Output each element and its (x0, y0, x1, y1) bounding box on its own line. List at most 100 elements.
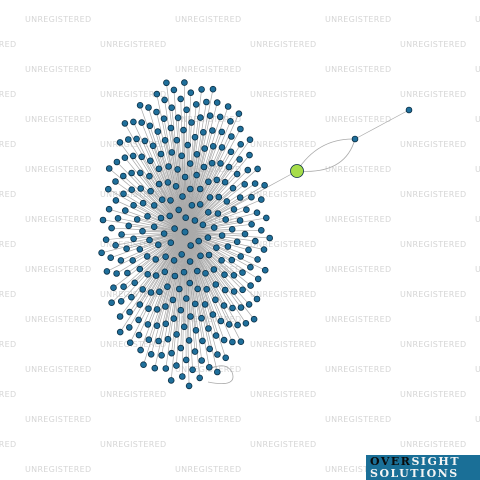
leaf-node (199, 337, 206, 345)
watermark-text: UNREGISTERED (175, 415, 241, 424)
leaf-node (146, 236, 153, 244)
watermark-text: UNREGISTERED (325, 115, 391, 124)
leaf-node (173, 362, 180, 369)
leaf-node (175, 206, 183, 214)
leaf-node (143, 253, 151, 260)
leaf-node (135, 331, 143, 339)
leaf-node (177, 306, 185, 314)
edge (184, 229, 262, 233)
leaf-node (144, 270, 152, 278)
leaf-node (214, 368, 221, 376)
leaf-node (229, 304, 236, 312)
leaf-node (212, 332, 220, 339)
edge (149, 125, 186, 233)
leaf-node (257, 196, 265, 203)
edge (184, 101, 207, 233)
leaf-node (174, 166, 181, 173)
watermark-text: UNREGISTERED (400, 140, 466, 149)
leaf-node (133, 135, 140, 143)
leaf-node (173, 136, 181, 144)
leaf-node (138, 153, 146, 161)
leaf-node (199, 221, 207, 229)
nodes-group (98, 79, 413, 390)
leaf-node (216, 113, 224, 121)
leaf-node (147, 350, 155, 358)
watermark-text: UNREGISTERED (400, 90, 466, 99)
leaf-node (182, 356, 190, 364)
watermark-text: UNREGISTERED (325, 165, 391, 174)
leaf-node (128, 293, 135, 301)
leaf-node (162, 303, 169, 310)
leaf-node (206, 363, 213, 371)
edge (129, 231, 186, 313)
watermark-text: UNREGISTERED (250, 440, 316, 449)
leaf-node (153, 108, 160, 116)
leaf-node (218, 232, 226, 239)
edge (207, 365, 234, 385)
watermark-text: UNREGISTERED (175, 115, 241, 124)
leaf-node (218, 144, 226, 151)
edge (124, 157, 186, 233)
watermark-text: UNREGISTERED (475, 115, 480, 124)
leaf-node (246, 151, 253, 159)
leaf-node (177, 95, 185, 103)
leaf-node (228, 226, 236, 233)
leaf-node (248, 221, 255, 228)
leaf-node (212, 296, 219, 304)
leaf-node (222, 354, 230, 362)
leaf-node (205, 178, 212, 186)
leaf-node (167, 124, 175, 132)
leaf-node (124, 269, 131, 277)
watermark-text: UNREGISTERED (100, 340, 166, 349)
edge (108, 188, 186, 233)
leaf-node (239, 269, 246, 276)
leaf-node (164, 179, 172, 186)
leaf-node (112, 178, 119, 185)
edge (115, 181, 186, 233)
edge (184, 217, 267, 233)
leaf-node (186, 279, 194, 287)
leaf-node (260, 246, 268, 253)
leaf-node (156, 288, 163, 296)
edge (119, 231, 186, 317)
watermark-text: UNREGISTERED (475, 315, 480, 324)
leaf-node (108, 299, 115, 307)
leaf-node (239, 286, 246, 294)
leaf-node (173, 331, 180, 338)
leaf-node (163, 79, 170, 87)
leaf-node (130, 118, 137, 126)
leaf-node (133, 216, 141, 223)
leaf-node (162, 320, 170, 328)
leaf-node (147, 157, 154, 165)
leaf-node (237, 125, 244, 133)
edge (184, 128, 241, 233)
leaf-node (167, 239, 175, 247)
leaf-node (125, 222, 132, 230)
edge (131, 231, 186, 298)
watermark-text: UNREGISTERED (25, 365, 91, 374)
leaf-node (154, 128, 162, 135)
leaf-node (198, 357, 206, 364)
leaf-node (162, 365, 170, 372)
edge (184, 231, 193, 370)
leaf-node (197, 252, 204, 260)
leaf-node (261, 266, 269, 274)
leaf-node (113, 158, 121, 166)
leaf-node (121, 120, 129, 127)
leaf-node (209, 311, 217, 318)
watermark-text: UNREGISTERED (325, 15, 391, 24)
leaf-node (181, 173, 189, 181)
watermark-text: UNREGISTERED (475, 365, 480, 374)
edge (184, 231, 210, 368)
watermark-text: UNREGISTERED (325, 415, 391, 424)
leaf-node (152, 256, 160, 263)
leaf-node (167, 197, 174, 204)
leaf-node (121, 154, 129, 162)
leaf-node (210, 224, 218, 231)
leaf-node (118, 231, 125, 238)
watermark-text: UNREGISTERED (0, 440, 16, 449)
leaf-node (98, 249, 105, 257)
leaf-node (136, 102, 144, 109)
leaf-node (221, 178, 229, 186)
leaf-node (209, 143, 217, 150)
